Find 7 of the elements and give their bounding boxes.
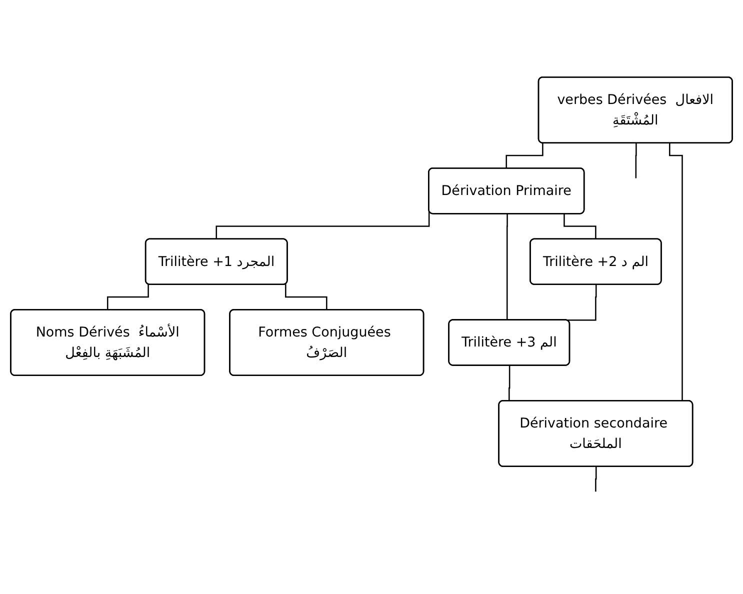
connector	[564, 214, 597, 240]
connector	[595, 466, 597, 492]
connector	[635, 143, 637, 179]
connector	[285, 284, 328, 311]
connector	[106, 284, 149, 311]
connector	[506, 143, 544, 170]
connector	[506, 214, 509, 321]
